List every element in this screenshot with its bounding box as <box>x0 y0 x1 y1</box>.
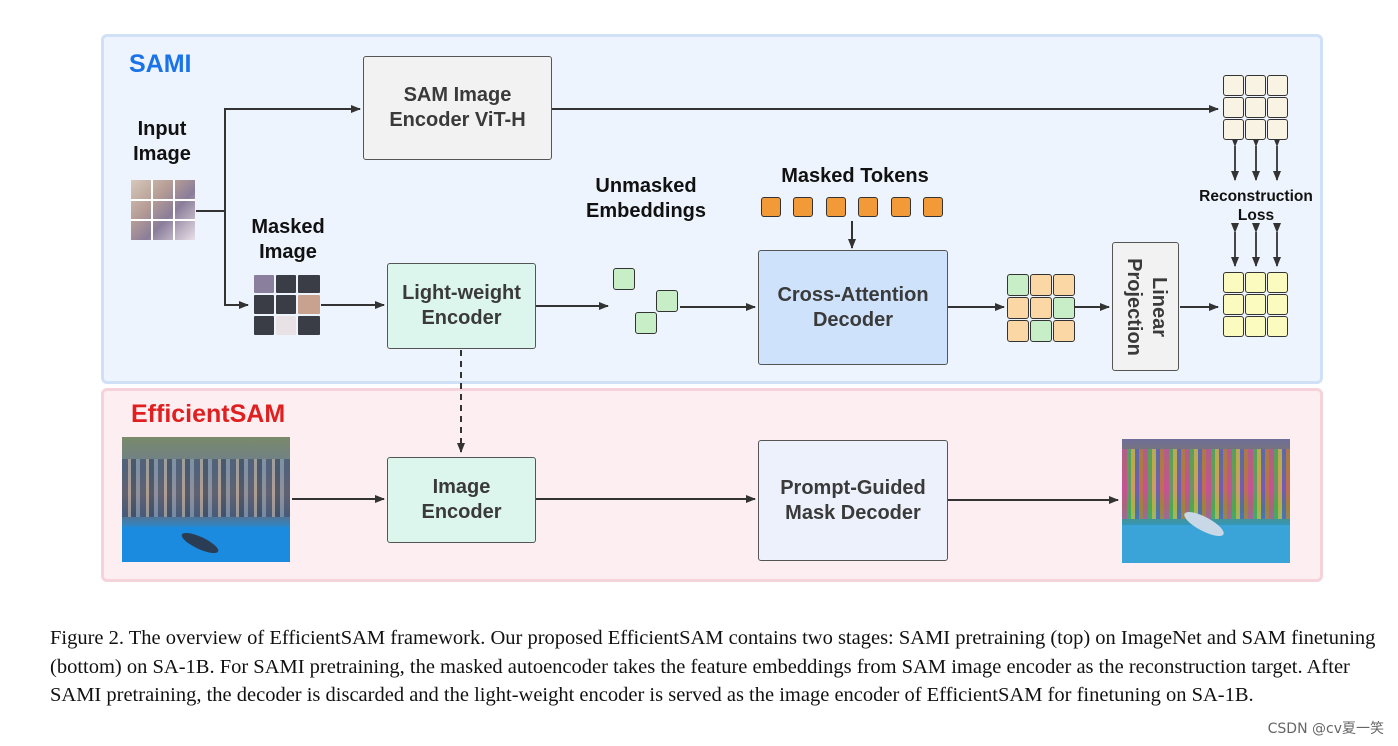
cross-attention-decoder-box: Cross-Attention Decoder <box>758 250 948 365</box>
unmasked-embeddings-label: Unmasked Embeddings <box>585 175 706 222</box>
reconstruction-loss-label: Reconstruction Loss <box>1199 188 1313 225</box>
masked-token <box>891 197 911 217</box>
sam-image-encoder-box: SAM Image Encoder ViT-H <box>363 56 552 160</box>
linear-projection-label: Linear Projection <box>1122 257 1170 356</box>
masked-image-label: Masked Image <box>251 216 325 263</box>
sami-title: SAMI <box>129 50 192 78</box>
watermark: CSDN @cv夏一笑 <box>1267 721 1384 737</box>
figure-caption: Figure 2. The overview of EfficientSAM f… <box>50 627 1376 706</box>
masked-token <box>923 197 943 217</box>
decoded-features-grid <box>1007 274 1075 342</box>
predicted-features-grid <box>1223 272 1289 338</box>
linear-projection-box: Linear Projection <box>1112 242 1179 371</box>
masked-image-thumbnail <box>254 275 320 335</box>
input-image-label: Input Image <box>133 118 191 165</box>
prompt-guided-mask-decoder-box: Prompt-Guided Mask Decoder <box>758 440 948 561</box>
stadium-input-photo <box>122 437 290 562</box>
target-features-grid <box>1223 75 1289 141</box>
masked-token <box>761 197 781 217</box>
embedding-square <box>613 268 635 290</box>
efficientsam-panel <box>101 388 1323 582</box>
efficientsam-title: EfficientSAM <box>131 400 286 428</box>
segmentation-output-photo <box>1122 439 1290 563</box>
input-image-thumbnail <box>131 180 195 240</box>
image-encoder-box: Image Encoder <box>387 457 536 543</box>
arrow-input-to-masked <box>224 211 249 309</box>
masked-tokens-label: Masked Tokens <box>781 165 929 187</box>
masked-token <box>793 197 813 217</box>
embedding-square <box>635 312 657 334</box>
light-weight-encoder-box: Light-weight Encoder <box>387 263 536 349</box>
masked-token <box>858 197 878 217</box>
embedding-square <box>656 290 678 312</box>
masked-token <box>826 197 846 217</box>
arrow-input-to-sam-encoder <box>224 105 361 211</box>
